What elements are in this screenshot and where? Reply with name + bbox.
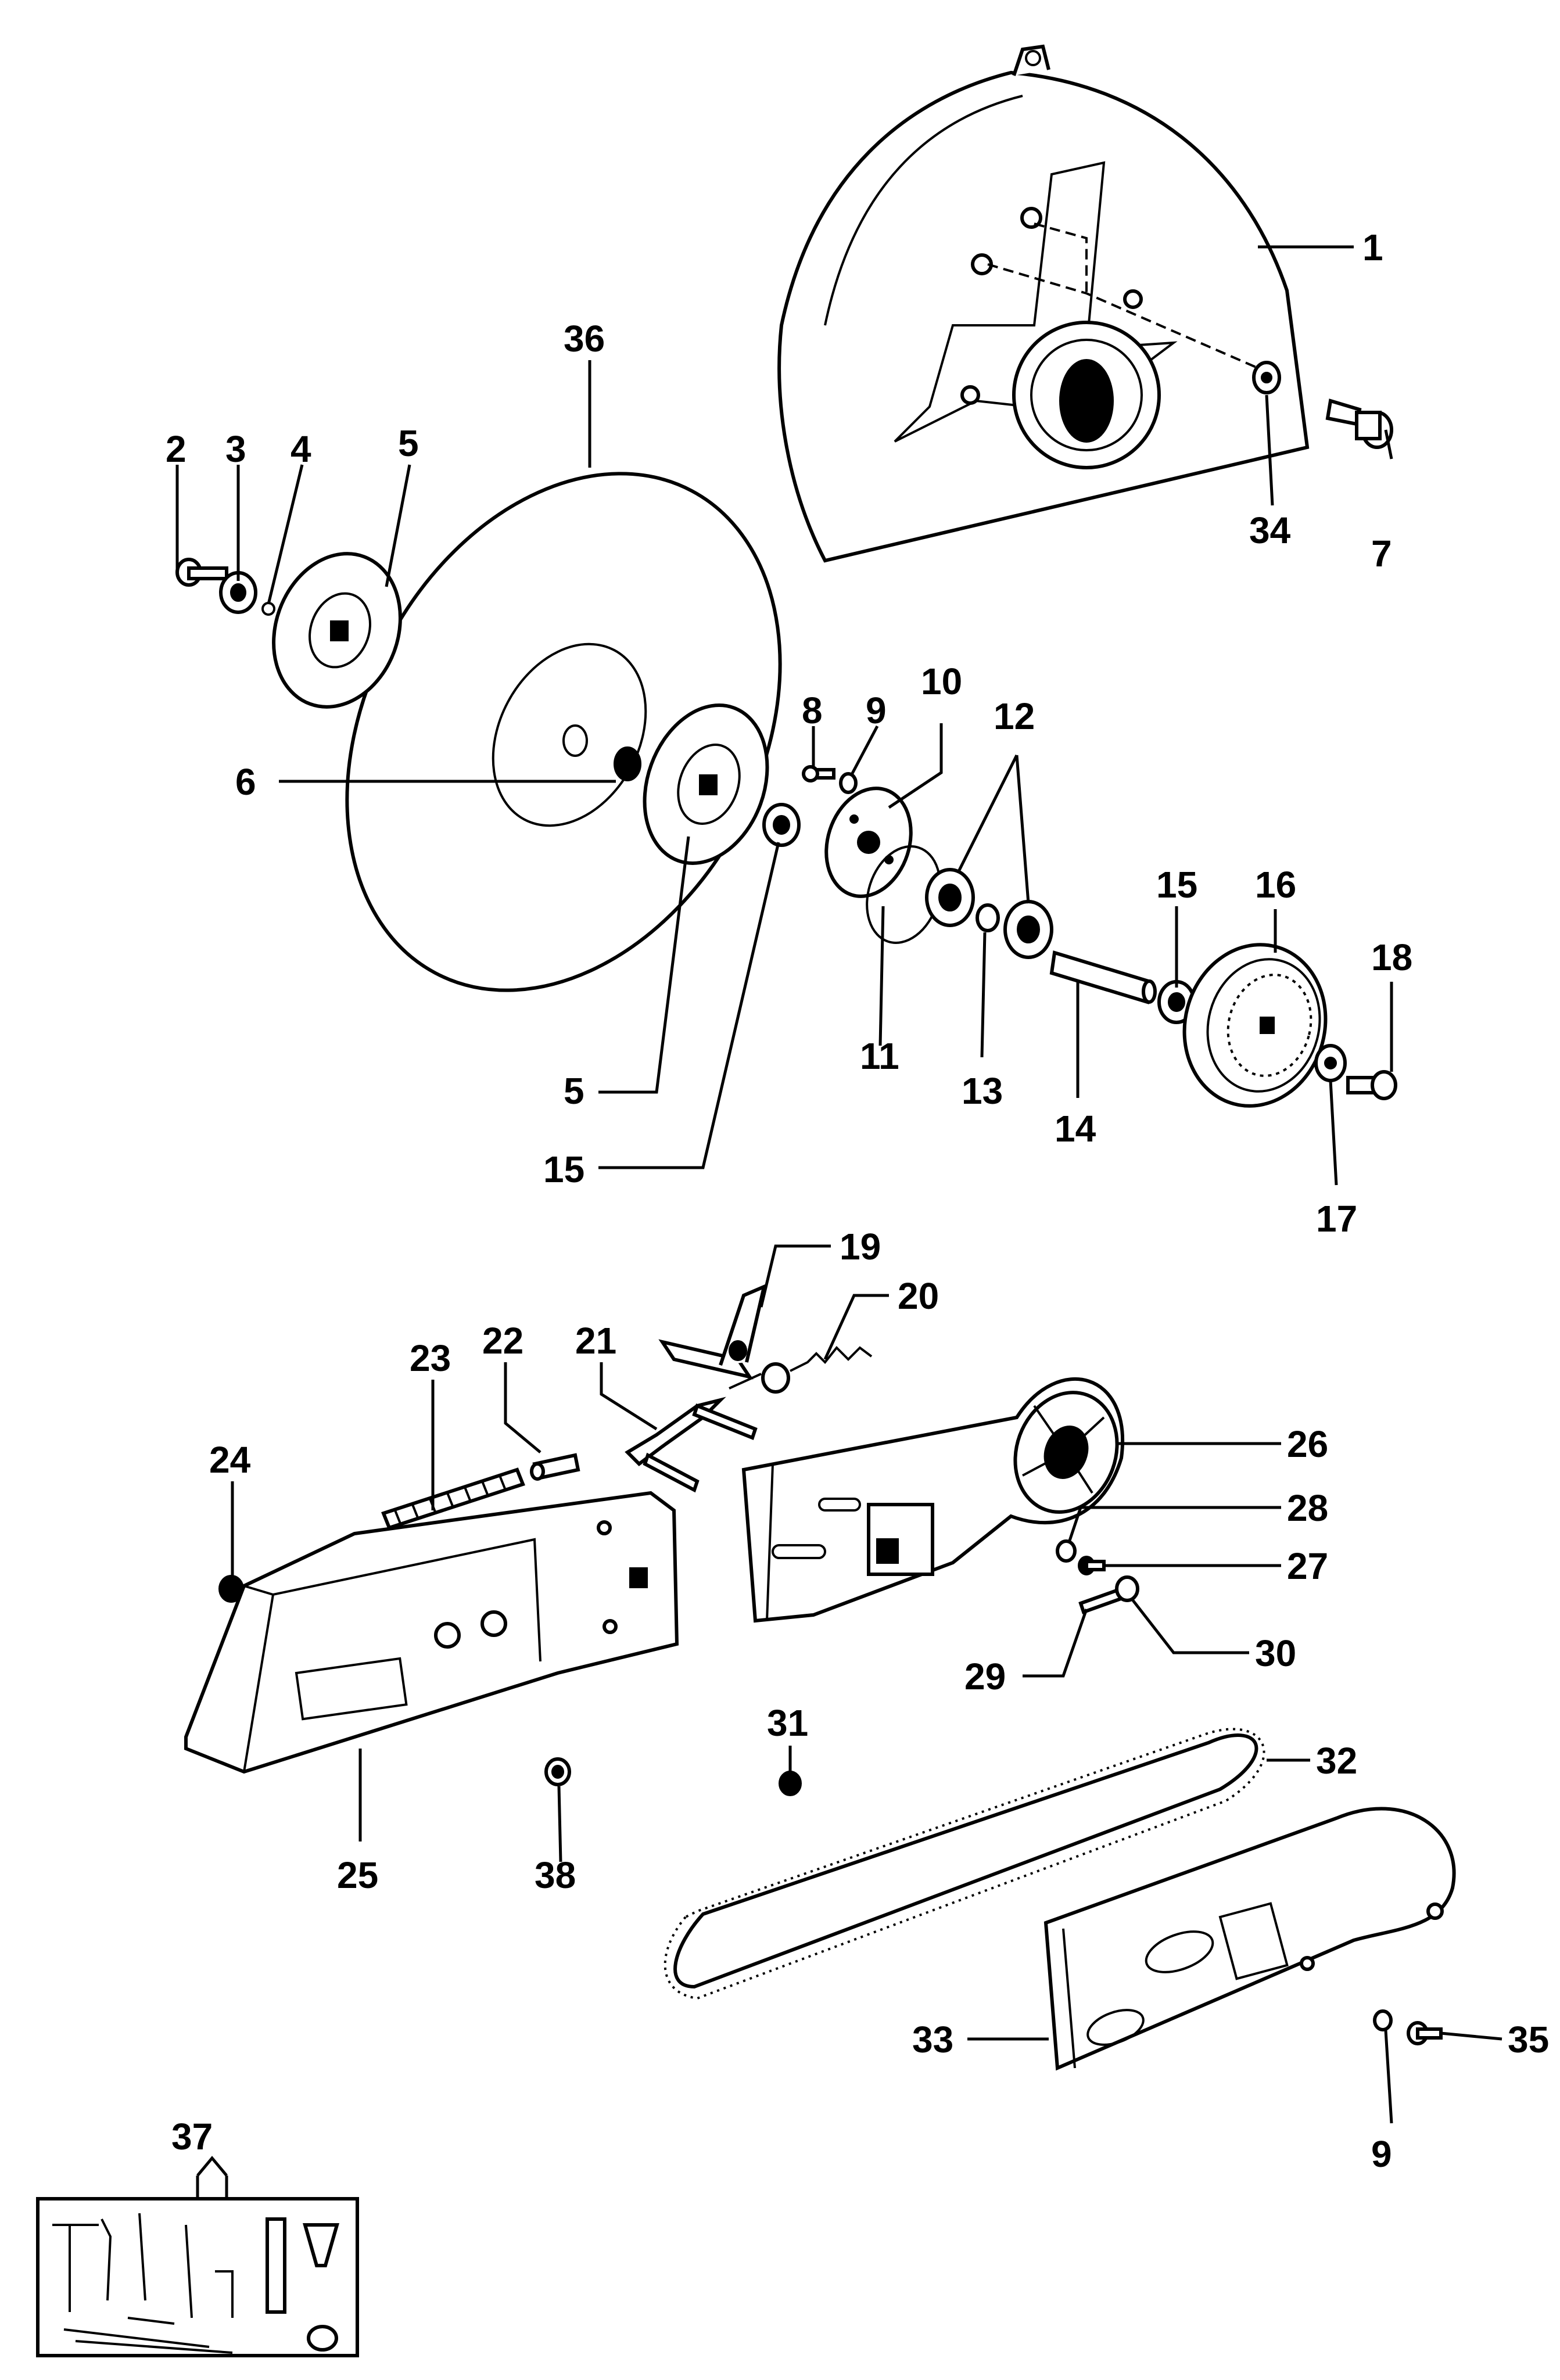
part-labels: 1 2 3 4 5 5 6 7 8 9 9 10 11 12 13 14 15 … — [166, 227, 1549, 2175]
leader-lines — [175, 245, 1502, 2199]
cutting-disc — [345, 472, 782, 992]
bolt-7 — [1325, 399, 1393, 449]
label-8: 8 — [802, 690, 823, 731]
label-5a: 5 — [398, 422, 419, 464]
pin-22 — [530, 1453, 580, 1481]
label-1: 1 — [1362, 227, 1383, 268]
screw-35 — [1407, 2021, 1443, 2045]
nut-30 — [1115, 1575, 1139, 1602]
label-30: 30 — [1255, 1632, 1296, 1674]
label-27: 27 — [1287, 1545, 1328, 1587]
label-37: 37 — [171, 2116, 213, 2158]
label-36: 36 — [564, 318, 605, 360]
screw-27 — [1078, 1556, 1106, 1575]
label-9b: 9 — [1371, 2133, 1392, 2175]
label-26: 26 — [1287, 1423, 1328, 1465]
bearing-12a — [925, 868, 975, 927]
label-34: 34 — [1249, 509, 1291, 551]
label-15a: 15 — [1156, 864, 1197, 906]
washer-3 — [219, 571, 257, 614]
arm-housing-26 — [741, 1377, 1124, 1623]
washer-34 — [1252, 361, 1281, 394]
washer-28 — [1056, 1539, 1077, 1563]
label-19: 19 — [840, 1226, 881, 1268]
label-22: 22 — [482, 1320, 523, 1362]
tool-kit-37 — [36, 2197, 359, 2357]
label-5b: 5 — [564, 1070, 584, 1112]
label-14: 14 — [1055, 1108, 1096, 1150]
bolt-2 — [175, 558, 228, 587]
drive-belt-32 — [664, 1728, 1265, 2000]
label-11: 11 — [860, 1035, 899, 1077]
label-2: 2 — [166, 428, 187, 470]
flange-5-inner — [643, 703, 769, 865]
label-20: 20 — [898, 1275, 939, 1317]
nut-31 — [779, 1771, 802, 1796]
label-31: 31 — [767, 1702, 808, 1744]
lever-21 — [625, 1397, 758, 1493]
label-28: 28 — [1287, 1487, 1328, 1529]
bracket-19 — [658, 1283, 767, 1380]
label-4: 4 — [291, 428, 311, 470]
blade-guard — [777, 44, 1310, 563]
ring-4 — [261, 602, 275, 616]
spring-23 — [381, 1467, 525, 1530]
nut-38 — [544, 1757, 571, 1786]
washer-9 — [839, 772, 858, 794]
pulley-16 — [1182, 943, 1328, 1108]
label-29: 29 — [964, 1656, 1006, 1697]
label-9a: 9 — [866, 690, 887, 731]
label-21: 21 — [575, 1320, 616, 1362]
label-10: 10 — [921, 660, 962, 702]
label-23: 23 — [410, 1337, 451, 1379]
label-16: 16 — [1255, 864, 1296, 906]
label-7: 7 — [1371, 533, 1392, 575]
spacer-13 — [976, 903, 1000, 932]
washer-9b — [1373, 2009, 1393, 2031]
screw-8 — [802, 765, 835, 782]
label-35: 35 — [1508, 2019, 1549, 2060]
bolt-18 — [1346, 1070, 1397, 1100]
label-3: 3 — [225, 428, 246, 470]
plate-10 — [824, 787, 913, 898]
label-25: 25 — [337, 1854, 378, 1896]
label-12: 12 — [994, 695, 1035, 737]
label-32: 32 — [1316, 1740, 1357, 1782]
label-33: 33 — [912, 2019, 953, 2060]
label-18: 18 — [1371, 936, 1412, 978]
bushing-15 — [762, 803, 801, 847]
label-24: 24 — [209, 1439, 251, 1481]
flange-5-outer — [272, 552, 402, 709]
bearing-12b — [1003, 900, 1053, 959]
belt-cover-33 — [1043, 1807, 1456, 2071]
label-17: 17 — [1316, 1198, 1357, 1240]
spring-20 — [729, 1346, 873, 1394]
label-13: 13 — [962, 1070, 1003, 1112]
washer-17 — [1314, 1044, 1347, 1082]
label-38: 38 — [535, 1854, 576, 1896]
shaft-14 — [1049, 950, 1157, 1004]
label-15b: 15 — [543, 1148, 584, 1190]
label-6: 6 — [235, 761, 256, 803]
arm-housing-25 — [184, 1491, 679, 1774]
